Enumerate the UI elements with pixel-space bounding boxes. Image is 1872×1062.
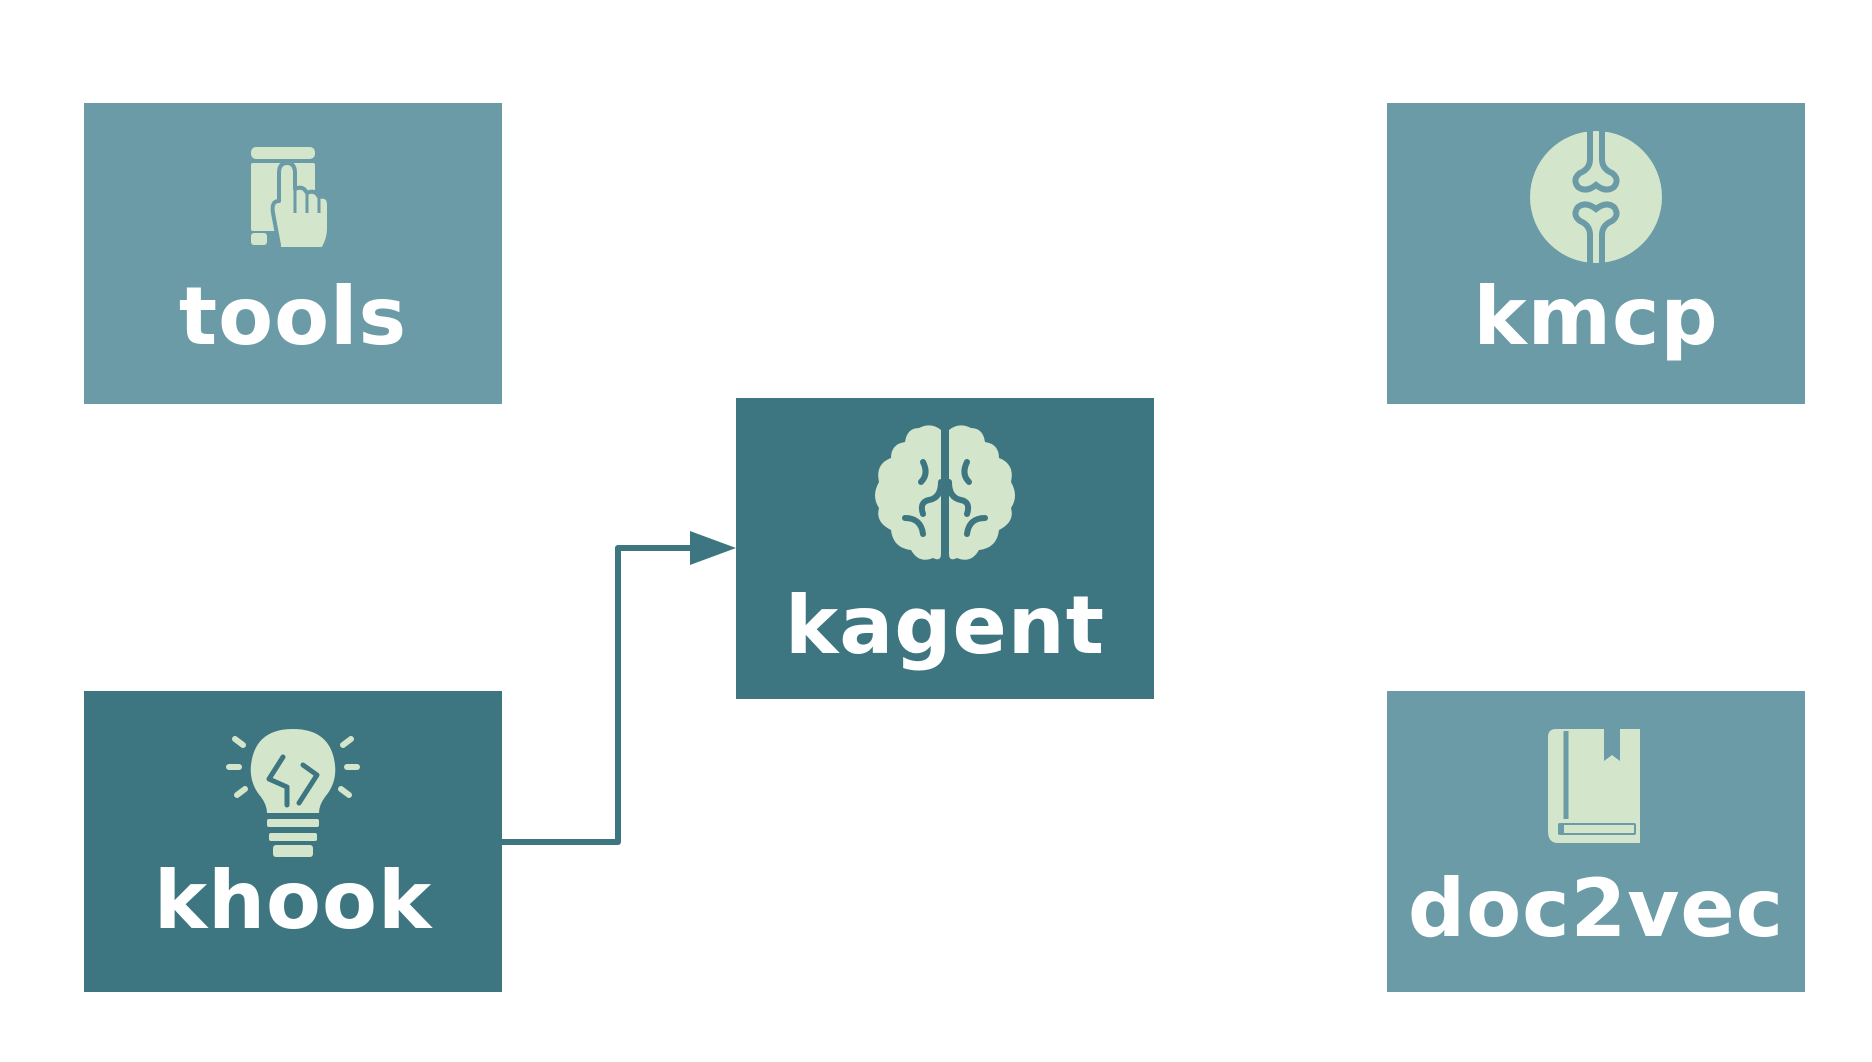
node-label: tools [178, 270, 408, 363]
mcp-connector-icon [1530, 129, 1662, 265]
node-tools[interactable]: tools [84, 103, 502, 404]
node-label: kmcp [1473, 270, 1719, 363]
touchscreen-hand-icon [251, 147, 331, 251]
book-icon [1548, 729, 1640, 843]
node-doc2vec[interactable]: doc2vec [1387, 691, 1805, 992]
node-khook[interactable]: khook [84, 691, 502, 992]
connector-arrowhead [690, 531, 736, 565]
node-kagent[interactable]: kagent [736, 398, 1154, 699]
lightbulb-bolt-icon [226, 729, 360, 857]
connector-line [500, 545, 690, 845]
brain-icon [875, 425, 1015, 560]
node-label: kagent [785, 579, 1105, 672]
node-label: khook [153, 854, 433, 947]
node-label: doc2vec [1407, 862, 1785, 955]
node-kmcp[interactable]: kmcp [1387, 103, 1805, 404]
